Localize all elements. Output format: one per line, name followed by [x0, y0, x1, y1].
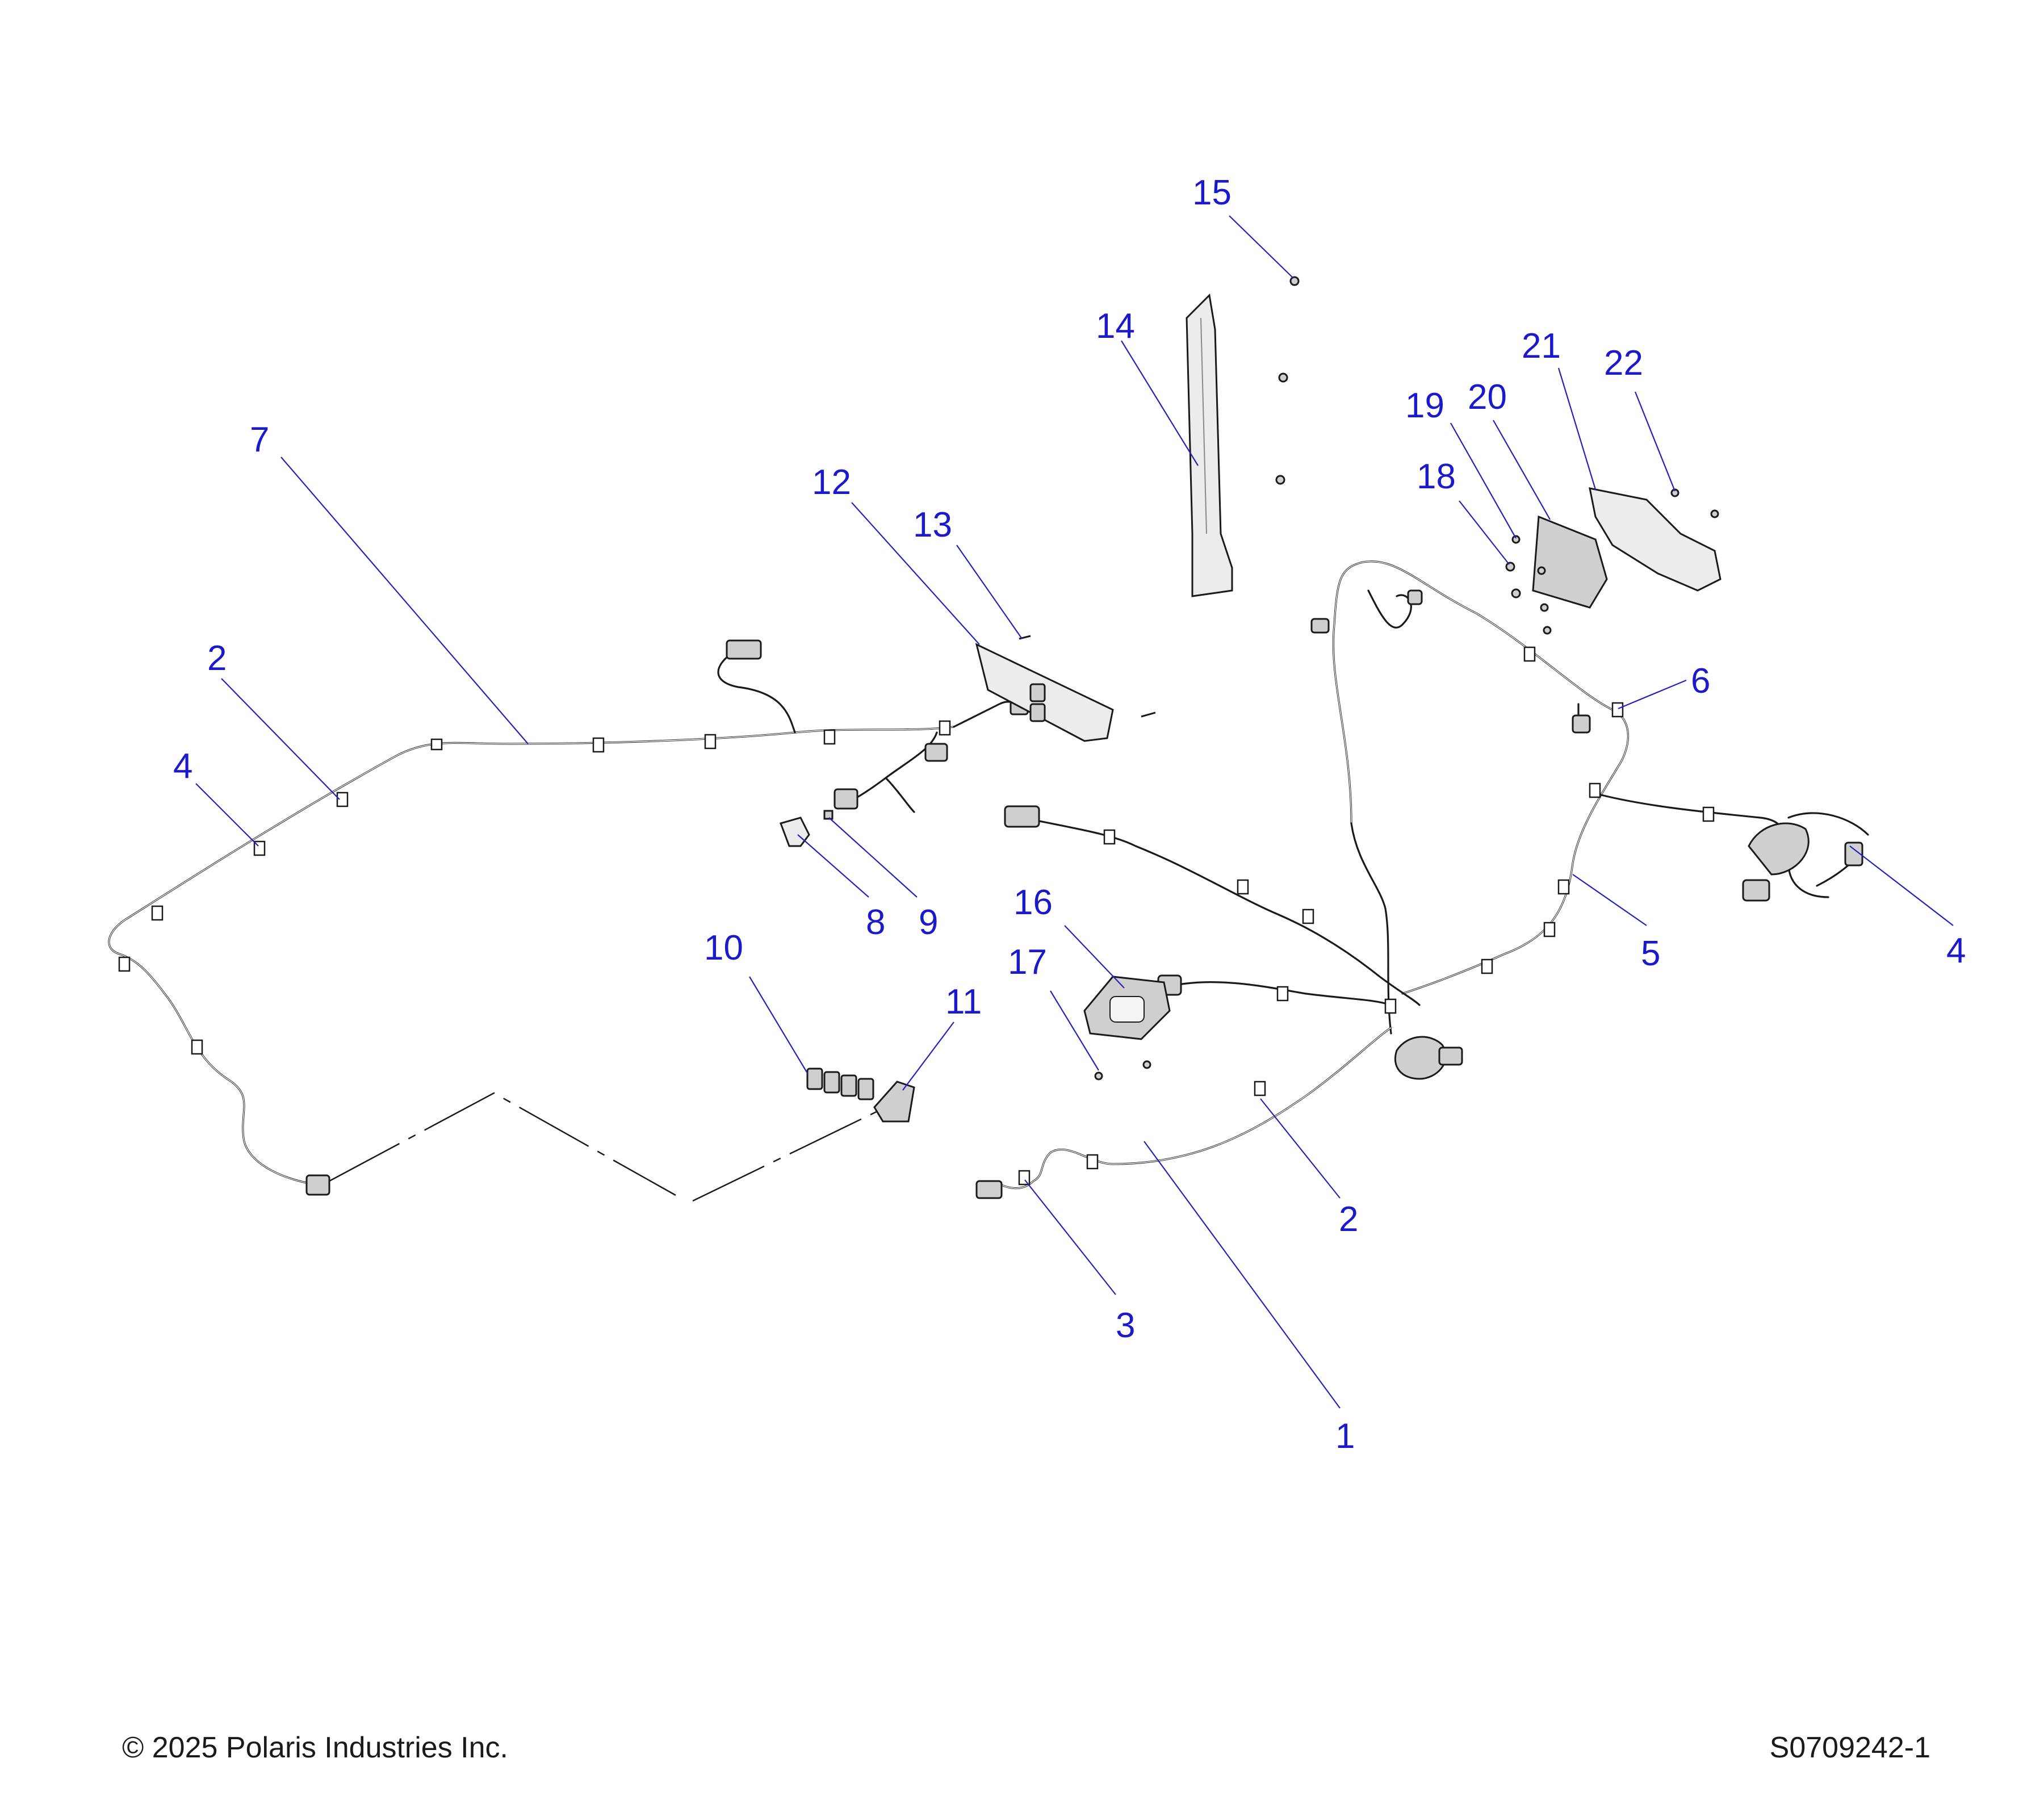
part-14-pillar-trim — [1186, 293, 1233, 597]
callout-4-left: 4 — [173, 747, 192, 786]
part-15-screws — [1275, 276, 1300, 485]
harness-5-6 — [1310, 560, 1869, 1035]
callout-4-right: 4 — [1946, 931, 1966, 970]
part-9-pin — [823, 810, 833, 820]
callout-6: 6 — [1691, 662, 1710, 701]
part-12-panel — [975, 643, 1114, 742]
drawing-number: S0709242-1 — [1769, 1731, 1930, 1764]
callout-1: 1 — [1335, 1417, 1355, 1456]
callout-12: 12 — [812, 463, 851, 502]
callout-19: 19 — [1405, 386, 1444, 425]
callout-3: 3 — [1116, 1306, 1135, 1345]
callout-2-left: 2 — [207, 639, 227, 678]
callout-20: 20 — [1468, 378, 1507, 417]
callout-7: 7 — [250, 420, 269, 459]
part-20-bracket — [1532, 515, 1608, 609]
copyright-notice: © 2025 Polaris Industries Inc. — [122, 1731, 508, 1764]
part-13-screw-2 — [1141, 711, 1156, 718]
reference-line — [329, 1092, 886, 1202]
callout-16: 16 — [1013, 883, 1053, 922]
callout-17: 17 — [1008, 943, 1047, 982]
callout-8: 8 — [866, 903, 885, 942]
callout-labels: 1 2 2 3 4 4 5 6 7 8 9 10 11 12 13 14 15 … — [173, 173, 1966, 1456]
harness-center — [1004, 805, 1463, 1080]
callout-15: 15 — [1192, 173, 1232, 212]
parts-18-19-22-fasteners — [1505, 488, 1719, 635]
harness-7 — [108, 639, 1029, 1196]
part-21-mount — [1589, 487, 1722, 592]
callout-18: 18 — [1417, 457, 1456, 496]
part-8-clip — [780, 817, 810, 847]
callout-14: 14 — [1096, 307, 1135, 346]
part-10-switch-blanks — [806, 1067, 874, 1100]
callout-22: 22 — [1604, 344, 1643, 383]
callout-9: 9 — [919, 903, 938, 942]
callout-10: 10 — [704, 928, 743, 968]
callout-11: 11 — [945, 982, 982, 1021]
part-17-screw-2 — [1142, 1060, 1151, 1069]
callout-13: 13 — [913, 505, 952, 545]
harness-1 — [975, 1027, 1392, 1199]
callout-21: 21 — [1522, 326, 1561, 366]
callout-5: 5 — [1641, 934, 1660, 973]
callout-2-right: 2 — [1339, 1200, 1358, 1239]
part-11-switch — [873, 1081, 915, 1123]
part-16-module — [1083, 976, 1171, 1040]
part-17-screw — [1094, 1071, 1103, 1081]
leader-lines — [195, 215, 1954, 1409]
